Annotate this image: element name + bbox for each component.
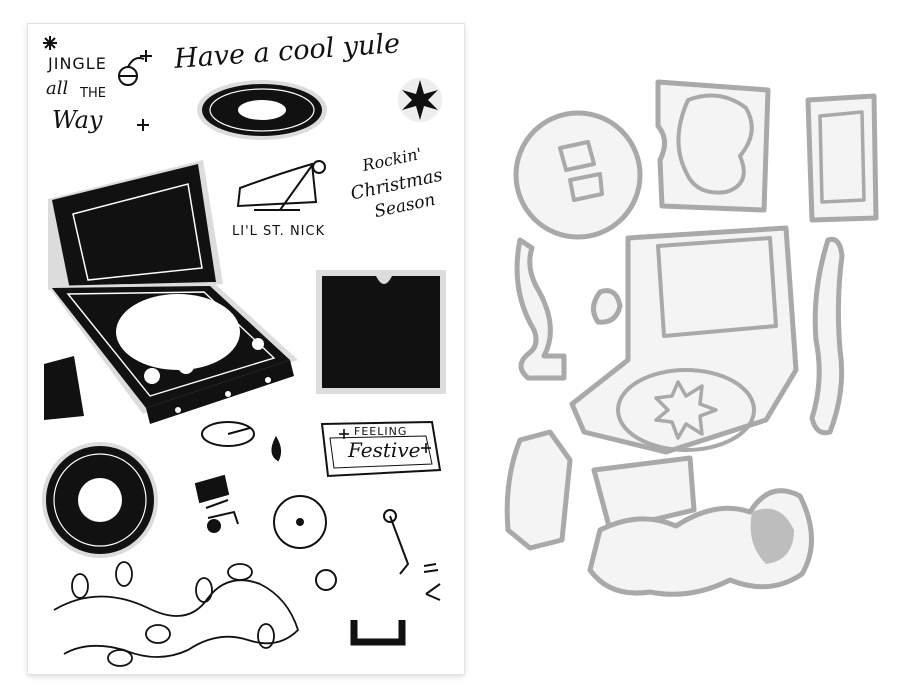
music-note-stamp <box>194 474 239 533</box>
jingle-text: JINGLE <box>48 54 107 73</box>
die-set <box>490 60 890 640</box>
stamp-artwork <box>42 36 446 667</box>
feeling-text: FEELING <box>354 425 408 438</box>
die-outlines <box>504 79 879 597</box>
the-text: THE <box>80 86 106 101</box>
corner-piece-stamp <box>44 356 84 420</box>
santa-die <box>655 79 771 213</box>
stamp-sheet: Have a cool yule JINGLE all THE Way Rock… <box>28 24 464 674</box>
festive-text: Festive <box>348 438 421 462</box>
record-stamp <box>42 442 158 558</box>
player-base-stamp <box>315 509 441 646</box>
player-base-die <box>591 455 697 533</box>
record-label-stamp <box>273 495 327 549</box>
player-box-die <box>569 225 799 455</box>
string-lights-stamp <box>53 561 300 667</box>
sleeve-die <box>805 93 879 223</box>
santa-hat-stamp <box>236 160 326 211</box>
tonearm-die <box>514 237 623 381</box>
tonearm-piece-stamp <box>201 421 282 462</box>
small-corner-die <box>504 429 573 551</box>
all-text: all <box>46 78 69 99</box>
lights-strand-die <box>809 236 845 436</box>
sparkle-icon <box>43 36 152 131</box>
banner-stamp <box>320 420 442 478</box>
lights-die <box>587 488 814 597</box>
star-icon <box>398 78 442 122</box>
record-die <box>513 110 643 240</box>
way-text: Way <box>52 106 103 134</box>
tilted-record-stamp <box>197 80 327 140</box>
record-player-stamp <box>48 160 298 424</box>
bell-icon <box>118 57 145 86</box>
record-sleeve-stamp <box>316 270 446 394</box>
lil-st-nick-text: LI'L ST. NICK <box>232 224 326 239</box>
